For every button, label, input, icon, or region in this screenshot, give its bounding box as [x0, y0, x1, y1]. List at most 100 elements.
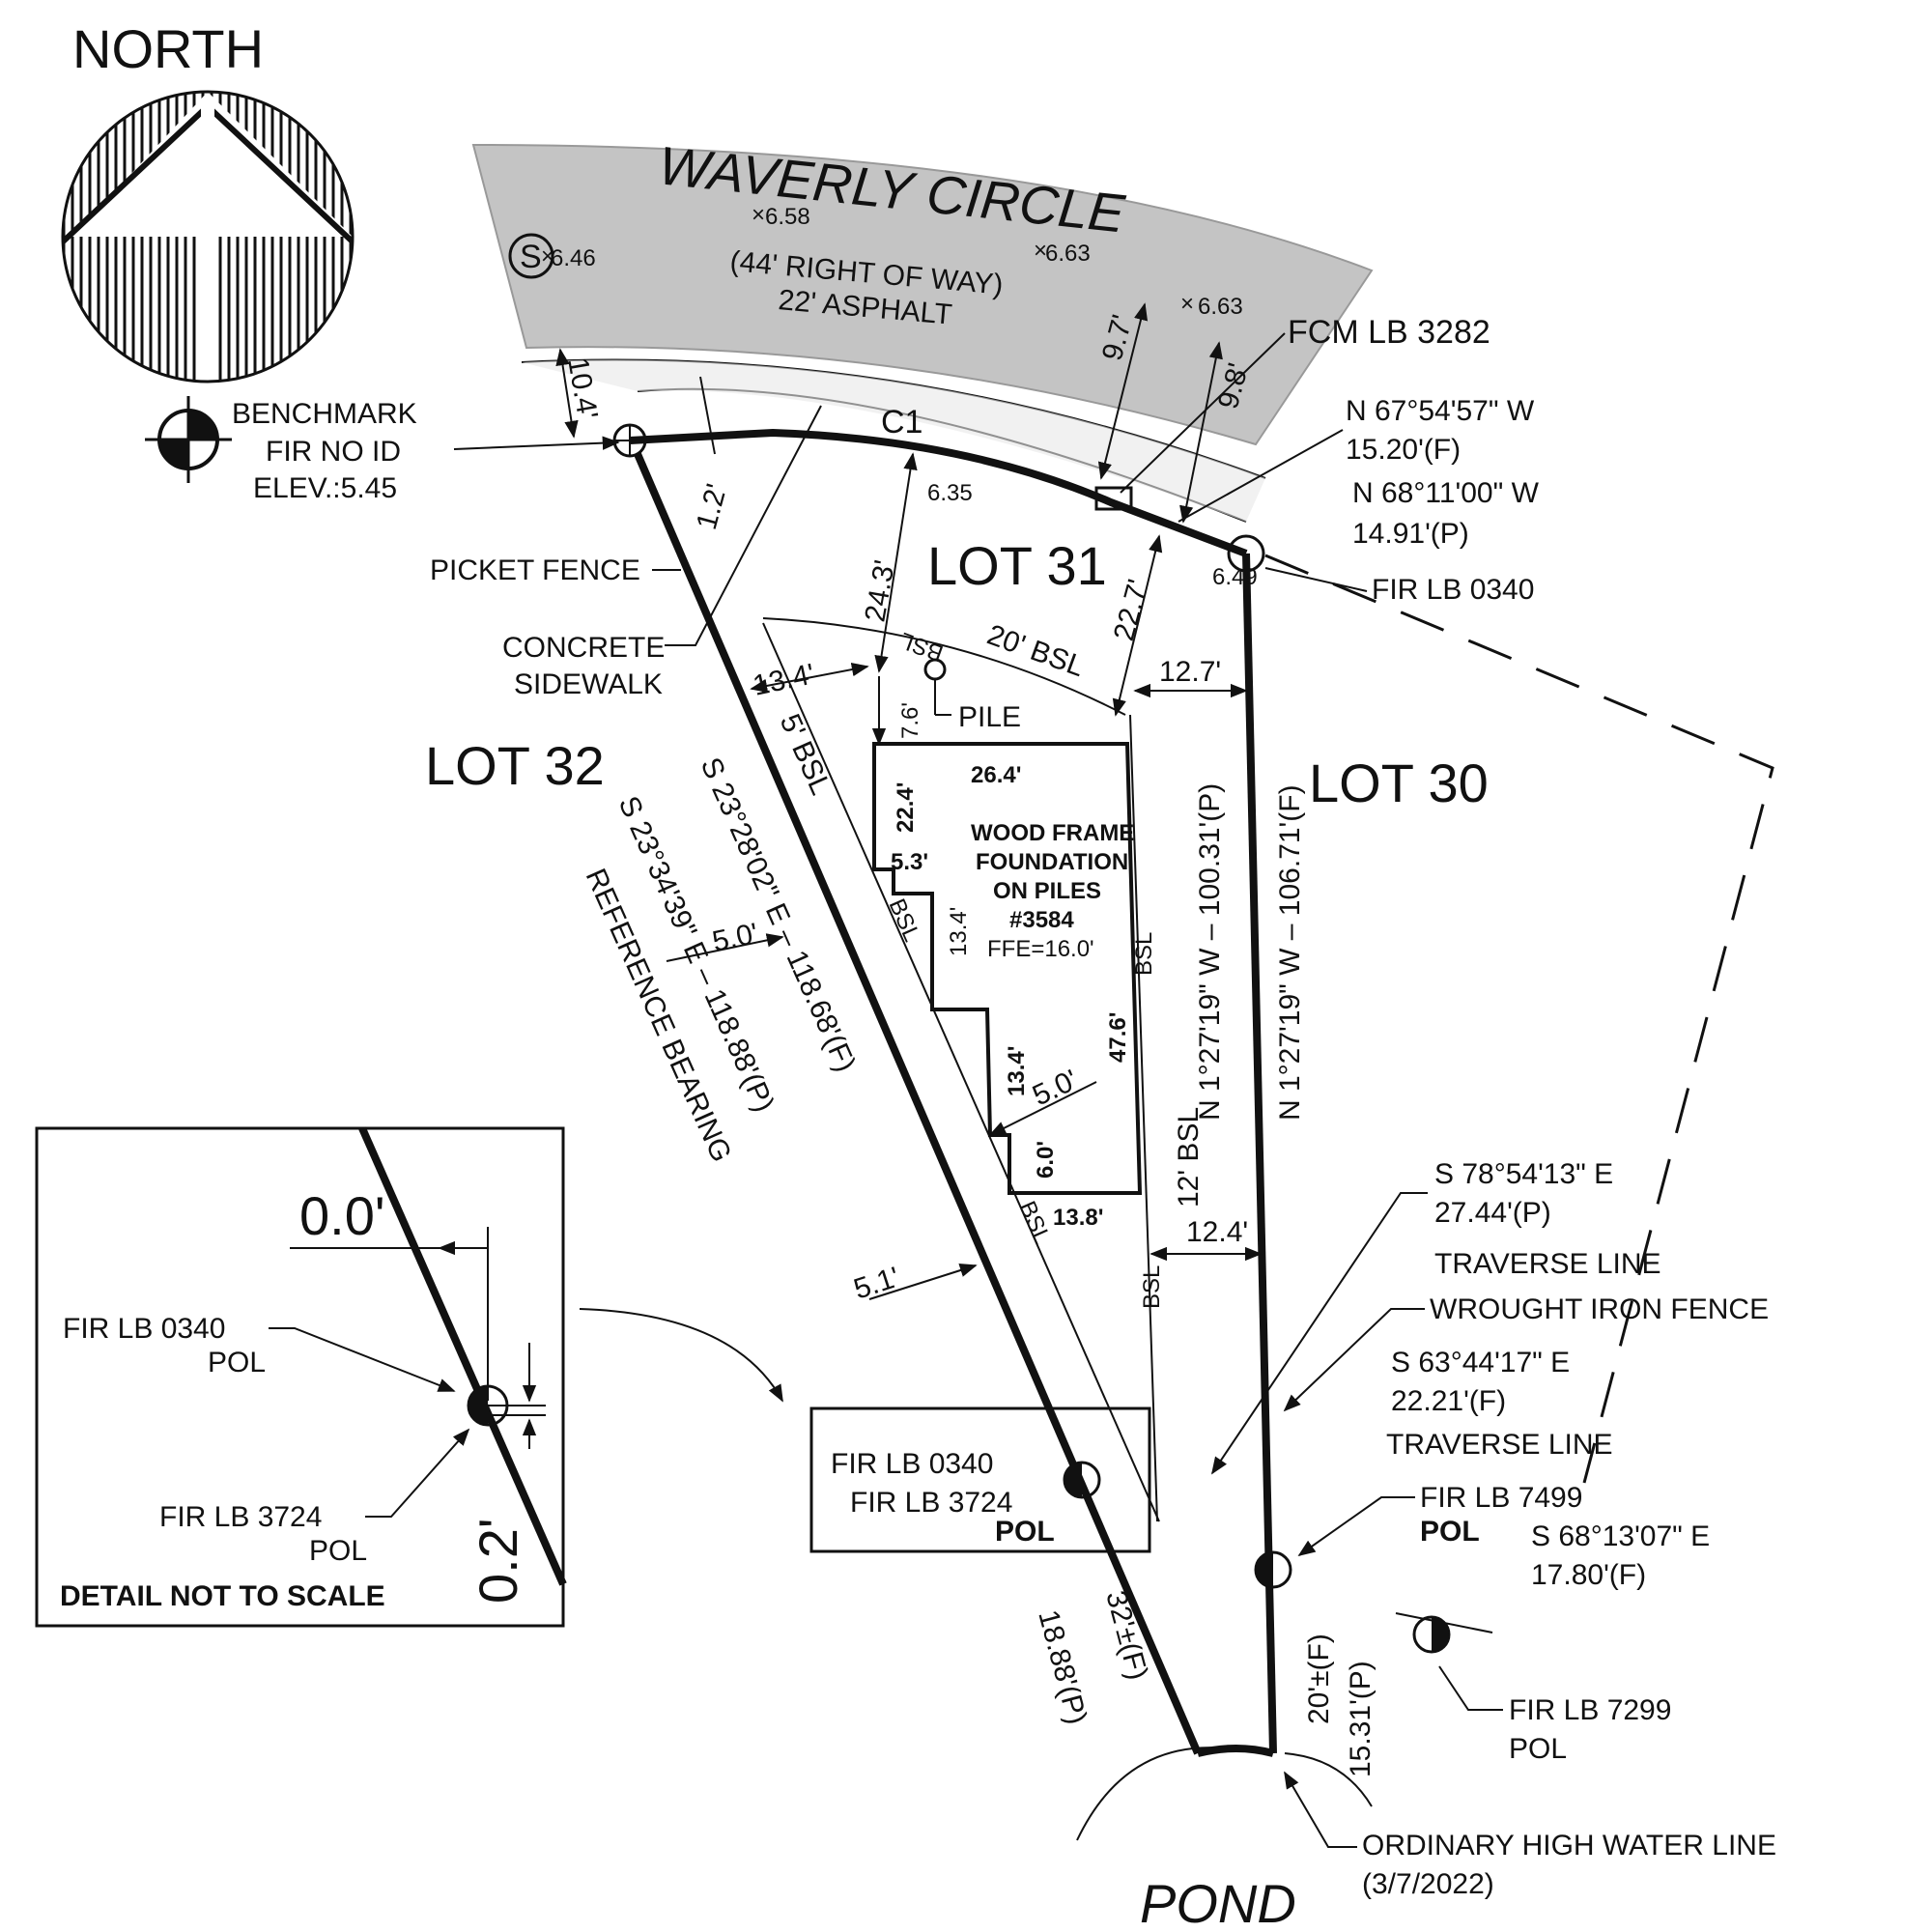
svg-text:5.1': 5.1' [850, 1262, 903, 1306]
traverse-2-bearing: S 63°44'17" E [1391, 1347, 1570, 1378]
se-distance-found: 20'±(F) [1303, 1634, 1335, 1724]
svg-text:26.4': 26.4' [971, 762, 1021, 788]
benchmark: BENCHMARK FIR NO ID ELEV.:5.45 [145, 396, 620, 504]
bsl-tag: BSL [884, 895, 925, 945]
svg-text:#3584: #3584 [1009, 907, 1074, 933]
se-distance-plat: 15.31'(P) [1345, 1661, 1377, 1777]
iron-rod-icon [612, 423, 647, 458]
spot-mark-icon: × [541, 243, 554, 270]
svg-text:12.4': 12.4' [1186, 1216, 1248, 1248]
elevation-road-4: 6.63 [1198, 294, 1243, 320]
iron-rod-icon [1254, 1550, 1292, 1589]
svg-text:1.2': 1.2' [691, 480, 733, 532]
detail-offset-y: 0.2' [468, 1518, 528, 1604]
traverse-1-distance: 27.44'(P) [1434, 1197, 1551, 1229]
spot-mark-icon: × [1180, 291, 1194, 317]
ohwl-label: ORDINARY HIGH WATER LINE [1362, 1830, 1776, 1861]
bsl-20-label: 20' BSL [983, 619, 1089, 684]
callout-pol: POL [995, 1516, 1055, 1548]
adjacent-lot-line [1264, 554, 1774, 1484]
callout-fir-3724: FIR LB 3724 [850, 1487, 1012, 1519]
lot-32-label: LOT 32 [425, 735, 605, 796]
svg-text:7.6': 7.6' [897, 702, 923, 739]
svg-text:ON PILES: ON PILES [993, 878, 1101, 904]
traverse-2-label: TRAVERSE LINE [1386, 1429, 1613, 1461]
elevation-road-3: 6.63 [1045, 241, 1091, 267]
sidewalk-label-1: CONCRETE [502, 632, 665, 664]
fir-7299-label: FIR LB 7299 [1509, 1694, 1671, 1726]
iron-rod-icon [467, 1384, 509, 1427]
spot-mark-icon: × [752, 202, 765, 228]
front-distance-found: 15.20'(F) [1346, 434, 1461, 466]
iron-rod-icon [1412, 1615, 1451, 1654]
traverse-1-label: TRAVERSE LINE [1434, 1248, 1661, 1280]
corner-callout-box [809, 1406, 1151, 1553]
house-label: WOOD FRAME FOUNDATION ON PILES #3584 FFE… [971, 820, 1134, 962]
detail-offset-x: 0.0' [299, 1185, 385, 1246]
elevation-ne: 6.49 [1212, 564, 1258, 590]
svg-text:13.4': 13.4' [946, 907, 972, 956]
elevation-road-1: 6.46 [551, 245, 596, 271]
elevation-road-2: 6.58 [765, 204, 810, 230]
house-footprint [872, 742, 1143, 1195]
svg-text:13.4': 13.4' [751, 658, 818, 702]
fcm-label: FCM LB 3282 [1288, 314, 1490, 351]
traverse-2-distance: 22.21'(F) [1391, 1385, 1506, 1417]
iron-rod-icon [1063, 1461, 1101, 1499]
sw-distance-plat: 18.88'(P) [1032, 1606, 1093, 1727]
fir-ne-label: FIR LB 0340 [1372, 574, 1534, 606]
sidewalk-label-2: SIDEWALK [514, 668, 663, 700]
bsl-tag: BSL [1131, 932, 1157, 976]
north-arrow: NORTH [61, 18, 355, 384]
svg-text:12.7': 12.7' [1159, 656, 1221, 688]
fir-7299-pol: POL [1509, 1733, 1567, 1765]
svg-text:13.8': 13.8' [1053, 1205, 1103, 1231]
svg-text:5.0': 5.0' [710, 918, 761, 958]
curve-label: C1 [881, 404, 922, 440]
svg-text:22.4': 22.4' [893, 782, 919, 833]
svg-text:S: S [520, 239, 542, 275]
pond-edge [1076, 1747, 1228, 1841]
pond-label: POND [1140, 1873, 1296, 1932]
bsl-tag: BSL [1139, 1265, 1165, 1309]
benchmark-elevation: ELEV.:5.45 [253, 472, 397, 504]
north-label: NORTH [72, 18, 264, 79]
north-arrow-icon [63, 92, 353, 382]
benchmark-icon [145, 396, 232, 483]
fir-7499-label: FIR LB 7499 [1420, 1482, 1582, 1514]
bsl-12-label: 12' BSL [1173, 1107, 1205, 1208]
detail-fir-0340: FIR LB 0340 [63, 1313, 225, 1345]
setback-lines [762, 617, 1160, 1522]
lot-30-label: LOT 30 [1309, 753, 1489, 813]
front-bearing-plat: N 68°11'00" W [1352, 477, 1540, 509]
detail-fir-3724: FIR LB 3724 [159, 1501, 322, 1533]
front-bearing-found: N 67°54'57" W [1346, 395, 1535, 427]
svg-text:WOOD FRAME: WOOD FRAME [971, 820, 1134, 846]
svg-text:24.3': 24.3' [859, 557, 901, 624]
front-distance-plat: 14.91'(P) [1352, 518, 1469, 550]
lot-31-label: LOT 31 [927, 535, 1107, 596]
detail-box: 0.0' 0.2' FIR LB 0340 POL FIR LB 3724 PO… [35, 1126, 567, 1628]
wrought-iron-label: WROUGHT IRON FENCE [1430, 1293, 1769, 1325]
east-bearing-plat: N 1°27'19" W – 100.31'(P) [1194, 783, 1226, 1121]
benchmark-title: BENCHMARK [232, 398, 417, 430]
pile-icon [923, 658, 951, 716]
traverse-1-bearing: S 78°54'13" E [1434, 1158, 1613, 1190]
pile-label: PILE [958, 701, 1021, 733]
distance-68: 17.80'(F) [1531, 1559, 1646, 1591]
benchmark-id: FIR NO ID [266, 436, 401, 468]
svg-text:22.7': 22.7' [1108, 576, 1154, 643]
spot-mark-icon: × [1034, 238, 1047, 264]
svg-text:FOUNDATION: FOUNDATION [976, 849, 1128, 875]
concrete-monument-icon [1094, 486, 1133, 511]
svg-text:5.0': 5.0' [1028, 1064, 1083, 1112]
west-boundary [634, 452, 1202, 1755]
svg-text:47.6': 47.6' [1105, 1012, 1131, 1063]
svg-text:FFE=16.0': FFE=16.0' [987, 936, 1094, 962]
bsl-tag: BSL [896, 627, 947, 667]
fir-7499-pol: POL [1420, 1516, 1480, 1548]
picket-fence-label: PICKET FENCE [430, 554, 640, 586]
bearing-68: S 68°13'07" E [1531, 1520, 1710, 1552]
svg-text:6.0': 6.0' [1033, 1141, 1059, 1179]
